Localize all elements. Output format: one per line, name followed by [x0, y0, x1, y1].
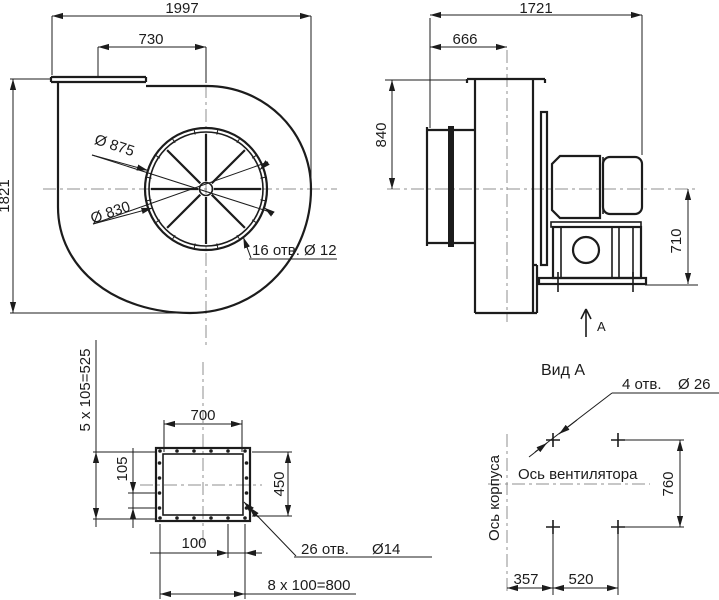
ext-line	[128, 448, 156, 528]
view-a: Вид А Ось вентилятора Ось корпуса 760 35…	[486, 362, 719, 595]
scroll-outline	[56, 82, 313, 315]
leader-line	[242, 237, 252, 259]
ext-line	[97, 47, 207, 83]
view-a-title: Вид А	[541, 362, 585, 379]
dim-text-axis-to-bolt: 357	[513, 571, 538, 588]
support-ribs	[560, 227, 634, 278]
fan-axis-label: Ось вентилятора	[518, 466, 638, 483]
front-view: 1997 730 1821 Ø 875 Ø 830 16 отв. Ø 12	[0, 0, 337, 346]
leader-arrow	[528, 442, 548, 458]
flange-bolt-holes	[157, 449, 249, 520]
dia-text-inlet-inner: Ø 830	[88, 198, 132, 227]
inlet-bolt-hole-ticks	[145, 128, 267, 250]
outlet-flange-plate	[49, 75, 148, 84]
dia-text-inlet-outer: Ø 875	[92, 131, 136, 160]
impeller-spokes	[151, 134, 261, 244]
motor-body	[550, 154, 602, 220]
ext-line	[93, 340, 156, 527]
flange-outer-rect	[154, 446, 252, 523]
dim-text-hole-row-h: 8 x 100=800	[268, 577, 351, 594]
ext-line	[159, 524, 356, 599]
dia-arrow	[92, 207, 153, 225]
side-view: А 1721 666 840 710	[373, 0, 698, 337]
ext-line	[51, 16, 312, 186]
inlet-circle-inner	[148, 131, 264, 247]
ext-line	[429, 15, 643, 155]
holes-note-16: 16 отв. Ø 12	[252, 242, 337, 259]
housing-axis-label: Ось корпуса	[486, 454, 503, 541]
dim-text-opening-height: 450	[271, 471, 288, 496]
inlet-circle-outer	[143, 126, 269, 252]
dia-line-830	[92, 161, 269, 225]
ext-line	[552, 439, 684, 595]
dim-text-total-height: 1821	[0, 179, 13, 212]
dim-text-total-depth: 1721	[519, 0, 552, 17]
leader-arrow	[248, 506, 259, 518]
dia-arrow	[263, 207, 275, 217]
base-plate	[537, 276, 648, 286]
dim-text-inlet-axis-height: 840	[373, 122, 390, 147]
dia-line-875	[91, 154, 271, 213]
support-hole	[571, 235, 601, 265]
flange-opening-rect	[162, 453, 244, 516]
dim-text-bolt-spacing-h: 520	[568, 571, 593, 588]
pedestal-plate	[539, 110, 549, 267]
dim-text-axis-to-base: 710	[668, 228, 685, 253]
inlet-flange-disc	[448, 126, 454, 247]
casing-outline	[465, 77, 547, 315]
view-a-arrow	[580, 308, 592, 337]
dim-text-total-width: 1997	[165, 0, 198, 17]
view-a-arrow-label: А	[597, 319, 606, 334]
dim-text-inlet-depth: 666	[452, 31, 477, 48]
dim-text-bolt-spacing-v: 760	[660, 471, 677, 496]
dim-text-hole-pitch-h: 100	[181, 535, 206, 552]
support-pedestal	[551, 225, 643, 280]
dim-text-hole-row-v: 5 x 105=525	[77, 349, 94, 432]
dia-arrow	[259, 160, 270, 171]
motor-end-shield	[601, 155, 644, 216]
foundation-bolt-marks	[557, 272, 634, 292]
holes-dia-4: Ø 26	[678, 376, 711, 393]
holes-dia-26: Ø14	[372, 541, 400, 558]
dim-text-hole-pitch-v: 105	[114, 456, 131, 481]
dim-text-outlet-width: 730	[138, 31, 163, 48]
holes-note-4: 4 отв.	[622, 376, 662, 393]
flange-view: 700 450 5 x 105=525 105 100 8 x 100=800 …	[77, 340, 432, 599]
dia-arrow	[91, 154, 149, 171]
holes-note-26: 26 отв.	[301, 541, 349, 558]
dim-text-opening-width: 700	[190, 407, 215, 424]
leader-arrow	[558, 419, 578, 435]
